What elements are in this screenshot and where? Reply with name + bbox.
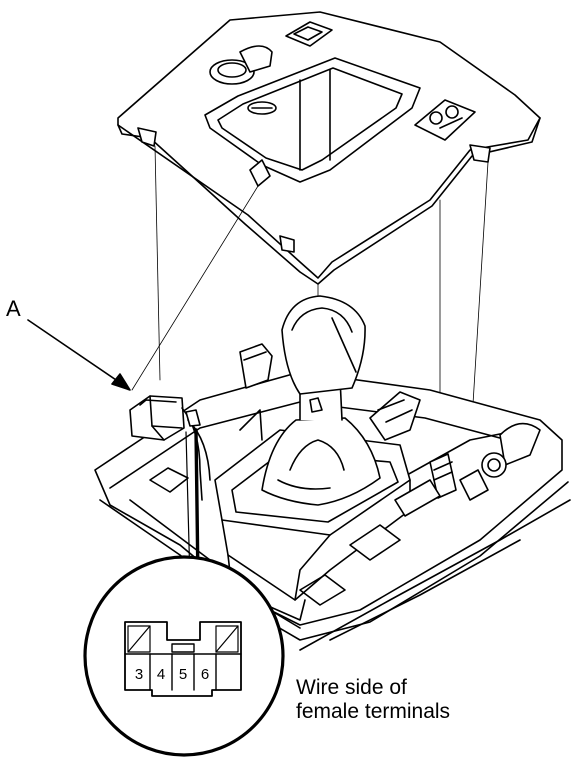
pin-label-3: 3 <box>135 666 143 683</box>
shifter-assembly <box>214 295 457 621</box>
console-cover <box>117 11 541 285</box>
pin-label-4: 4 <box>157 666 165 683</box>
pin-label-5: 5 <box>179 666 187 683</box>
callout-label-a: A <box>6 296 21 321</box>
connector-zoom-view: 3 4 5 6 <box>83 555 285 757</box>
caption-line-2: female terminals <box>296 700 451 723</box>
caption-line-1: Wire side of <box>296 676 407 699</box>
callout-a-arrow <box>27 319 131 391</box>
pin-label-6: 6 <box>201 666 209 683</box>
connector-caption: Wire side of female terminals <box>296 676 450 724</box>
